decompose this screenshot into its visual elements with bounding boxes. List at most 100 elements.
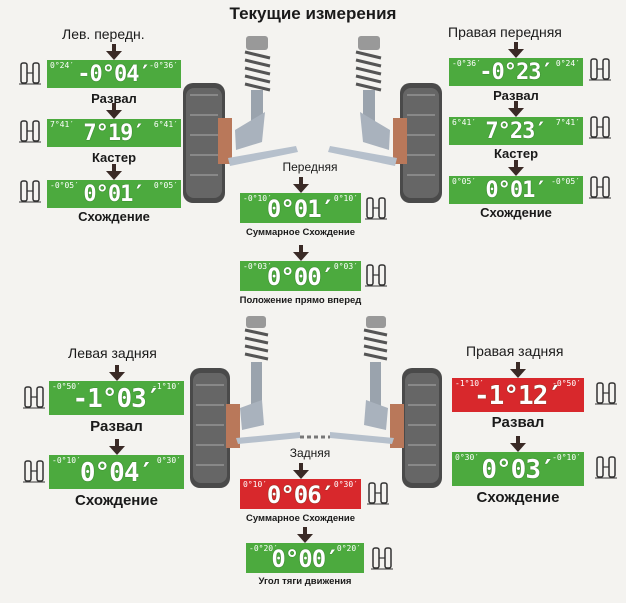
front-left-toe-arrow-stem [112, 164, 116, 172]
rear-right-strut-icon [330, 316, 394, 444]
front-straight-ahead-arrow-stem [298, 245, 303, 253]
rear-left-camber-label: Развал [90, 418, 143, 435]
toe-icon [589, 176, 611, 199]
camber-icon [589, 58, 611, 81]
caster-icon [19, 120, 41, 143]
rear-thrust-angle-pointer-icon [297, 534, 313, 543]
front-right-label: Правая передняя [448, 24, 562, 40]
rear-right-camber-max: -0°50′ [552, 379, 581, 388]
front-right-strut-icon [328, 36, 397, 166]
front-left-caster-min: 7°41′ [50, 120, 75, 129]
toe-icon [367, 482, 389, 505]
front-right-toe-gauge: 0°05′ -0°05′ 0°01′ [449, 176, 583, 204]
front-left-camber-min: 0°24′ [50, 61, 75, 70]
front-left-camber-max: -0°36′ [149, 61, 178, 70]
rear-thrust-angle-value: 0°00′ [271, 545, 339, 573]
rear-right-camber-pointer-icon [510, 369, 526, 378]
rear-left-toe-gauge: -0°10′0°30′0°04′ [49, 455, 184, 489]
front-axle-label: Передняя [282, 160, 338, 174]
rear-thrust-angle-max: 0°20′ [336, 544, 361, 553]
front-left-caster-value: 7°19′ [83, 121, 145, 146]
front-left-caster-pointer-icon [106, 110, 122, 119]
front-right-camber-label: Развал [493, 88, 539, 103]
rear-left-label: Левая задняя [68, 345, 157, 361]
rear-thrust-angle-label: Угол тяги движения [258, 576, 352, 587]
front-total-toe-arrow-stem [298, 177, 303, 185]
rear-right-toe-pointer-icon [510, 443, 526, 452]
rear-left-toe-max: 0°30′ [156, 456, 181, 465]
front-straight-ahead-min: -0°03′ [243, 262, 272, 271]
rear-thrust-angle-min: -0°20′ [249, 544, 278, 553]
front-total-toe-value: 0°01′ [266, 195, 335, 223]
rear-right-wheel-icon [390, 368, 442, 488]
front-right-camber-min: -0°36′ [452, 59, 481, 68]
front-straight-ahead-max: 0°03′ [333, 262, 358, 271]
rear-axle-label: Задняя [289, 446, 331, 460]
front-left-toe-gauge: -0°05′ 0°05′ 0°01′ [47, 180, 181, 208]
rear-left-camber-max: -1°10′ [152, 382, 181, 391]
rear-thrust-angle-gauge: -0°20′ 0°20′0°00′ [246, 543, 364, 573]
front-left-toe-value: 0°01′ [83, 182, 145, 207]
front-straight-ahead-label: Положение прямо вперед [239, 295, 362, 306]
rear-total-toe-pointer-icon [292, 470, 309, 479]
front-left-toe-min: -0°05′ [50, 181, 79, 190]
rear-left-toe-pointer-icon [108, 446, 125, 455]
rear-left-wheel-icon [190, 368, 240, 488]
caster-icon [589, 116, 611, 139]
rear-total-toe-gauge: 0°10′ 0°30′0°06′ [240, 479, 361, 509]
front-left-camber-label: Развал [91, 91, 137, 106]
rear-thrust-angle-arrow-stem [303, 527, 307, 535]
rear-left-toe-arrow-stem [114, 439, 119, 447]
front-right-toe-label: Схождение [480, 205, 552, 220]
front-right-toe-max: -0°05′ [551, 177, 580, 186]
front-right-camber-arrow-stem [514, 42, 518, 50]
rear-left-toe-min: -0°10′ [52, 456, 81, 465]
rear-left-camber-min: -0°50′ [52, 382, 81, 391]
front-left-caster-label: Кастер [91, 150, 137, 165]
camber-icon [595, 382, 617, 405]
front-left-wheel-icon [183, 83, 232, 203]
rear-right-camber-arrow-stem [516, 362, 520, 370]
rear-right-toe-arrow-stem [516, 436, 520, 444]
front-left-toe-pointer-icon [106, 171, 122, 180]
toe-icon [23, 460, 45, 483]
camber-icon [19, 62, 41, 85]
rear-total-toe-arrow-stem [298, 463, 303, 471]
rear-right-toe-gauge: 0°30′-0°10′0°03′ [452, 452, 584, 486]
front-right-caster-label: Кастер [493, 146, 539, 161]
rear-right-camber-min: -1°10′ [455, 379, 484, 388]
rear-left-camber-pointer-icon [108, 372, 125, 381]
toe-icon [365, 197, 387, 220]
rear-left-camber-arrow-stem [114, 365, 119, 373]
front-straight-ahead-value: 0°00′ [266, 263, 335, 291]
front-total-toe-max: 0°10′ [333, 194, 358, 203]
front-right-camber-gauge: -0°36′0°24′-0°23′ [449, 58, 583, 86]
front-right-camber-value: -0°23′ [479, 60, 553, 85]
rear-right-toe-label: Схождение [476, 489, 560, 506]
front-left-caster-arrow-stem [112, 103, 116, 111]
page-title: Текущие измерения [229, 4, 397, 23]
front-straight-ahead-pointer-icon [292, 252, 309, 261]
rear-total-toe-max: 0°30′ [333, 480, 358, 489]
front-right-toe-min: 0°05′ [452, 177, 477, 186]
rear-right-camber-value: -1°12′ [474, 381, 563, 411]
front-right-toe-value: 0°01′ [485, 178, 547, 203]
front-left-camber-arrow-stem [112, 44, 116, 52]
front-right-caster-min: 6°41′ [452, 118, 477, 127]
toe-icon [19, 180, 41, 203]
rear-total-toe-value: 0°06′ [266, 481, 335, 509]
rear-left-strut-icon [236, 316, 300, 444]
front-right-camber-pointer-icon [508, 49, 524, 58]
rear-right-camber-gauge: -1°10′ -0°50′-1°12′ [452, 378, 584, 412]
front-left-strut-icon [228, 36, 298, 166]
front-left-caster-max: 6°41′ [153, 120, 178, 129]
front-right-caster-pointer-icon [508, 108, 524, 117]
rear-right-label: Правая задняя [466, 343, 564, 359]
front-right-toe-arrow-stem [514, 160, 518, 168]
front-straight-ahead-gauge: -0°03′ 0°03′0°00′ [240, 261, 361, 291]
rear-total-toe-min: 0°10′ [243, 480, 268, 489]
rear-right-toe-max: -0°10′ [552, 453, 581, 462]
thrust-icon [371, 547, 393, 570]
rear-left-camber-gauge: -0°50′-1°10′-1°03′ [49, 381, 184, 415]
front-left-toe-max: 0°05′ [153, 181, 178, 190]
